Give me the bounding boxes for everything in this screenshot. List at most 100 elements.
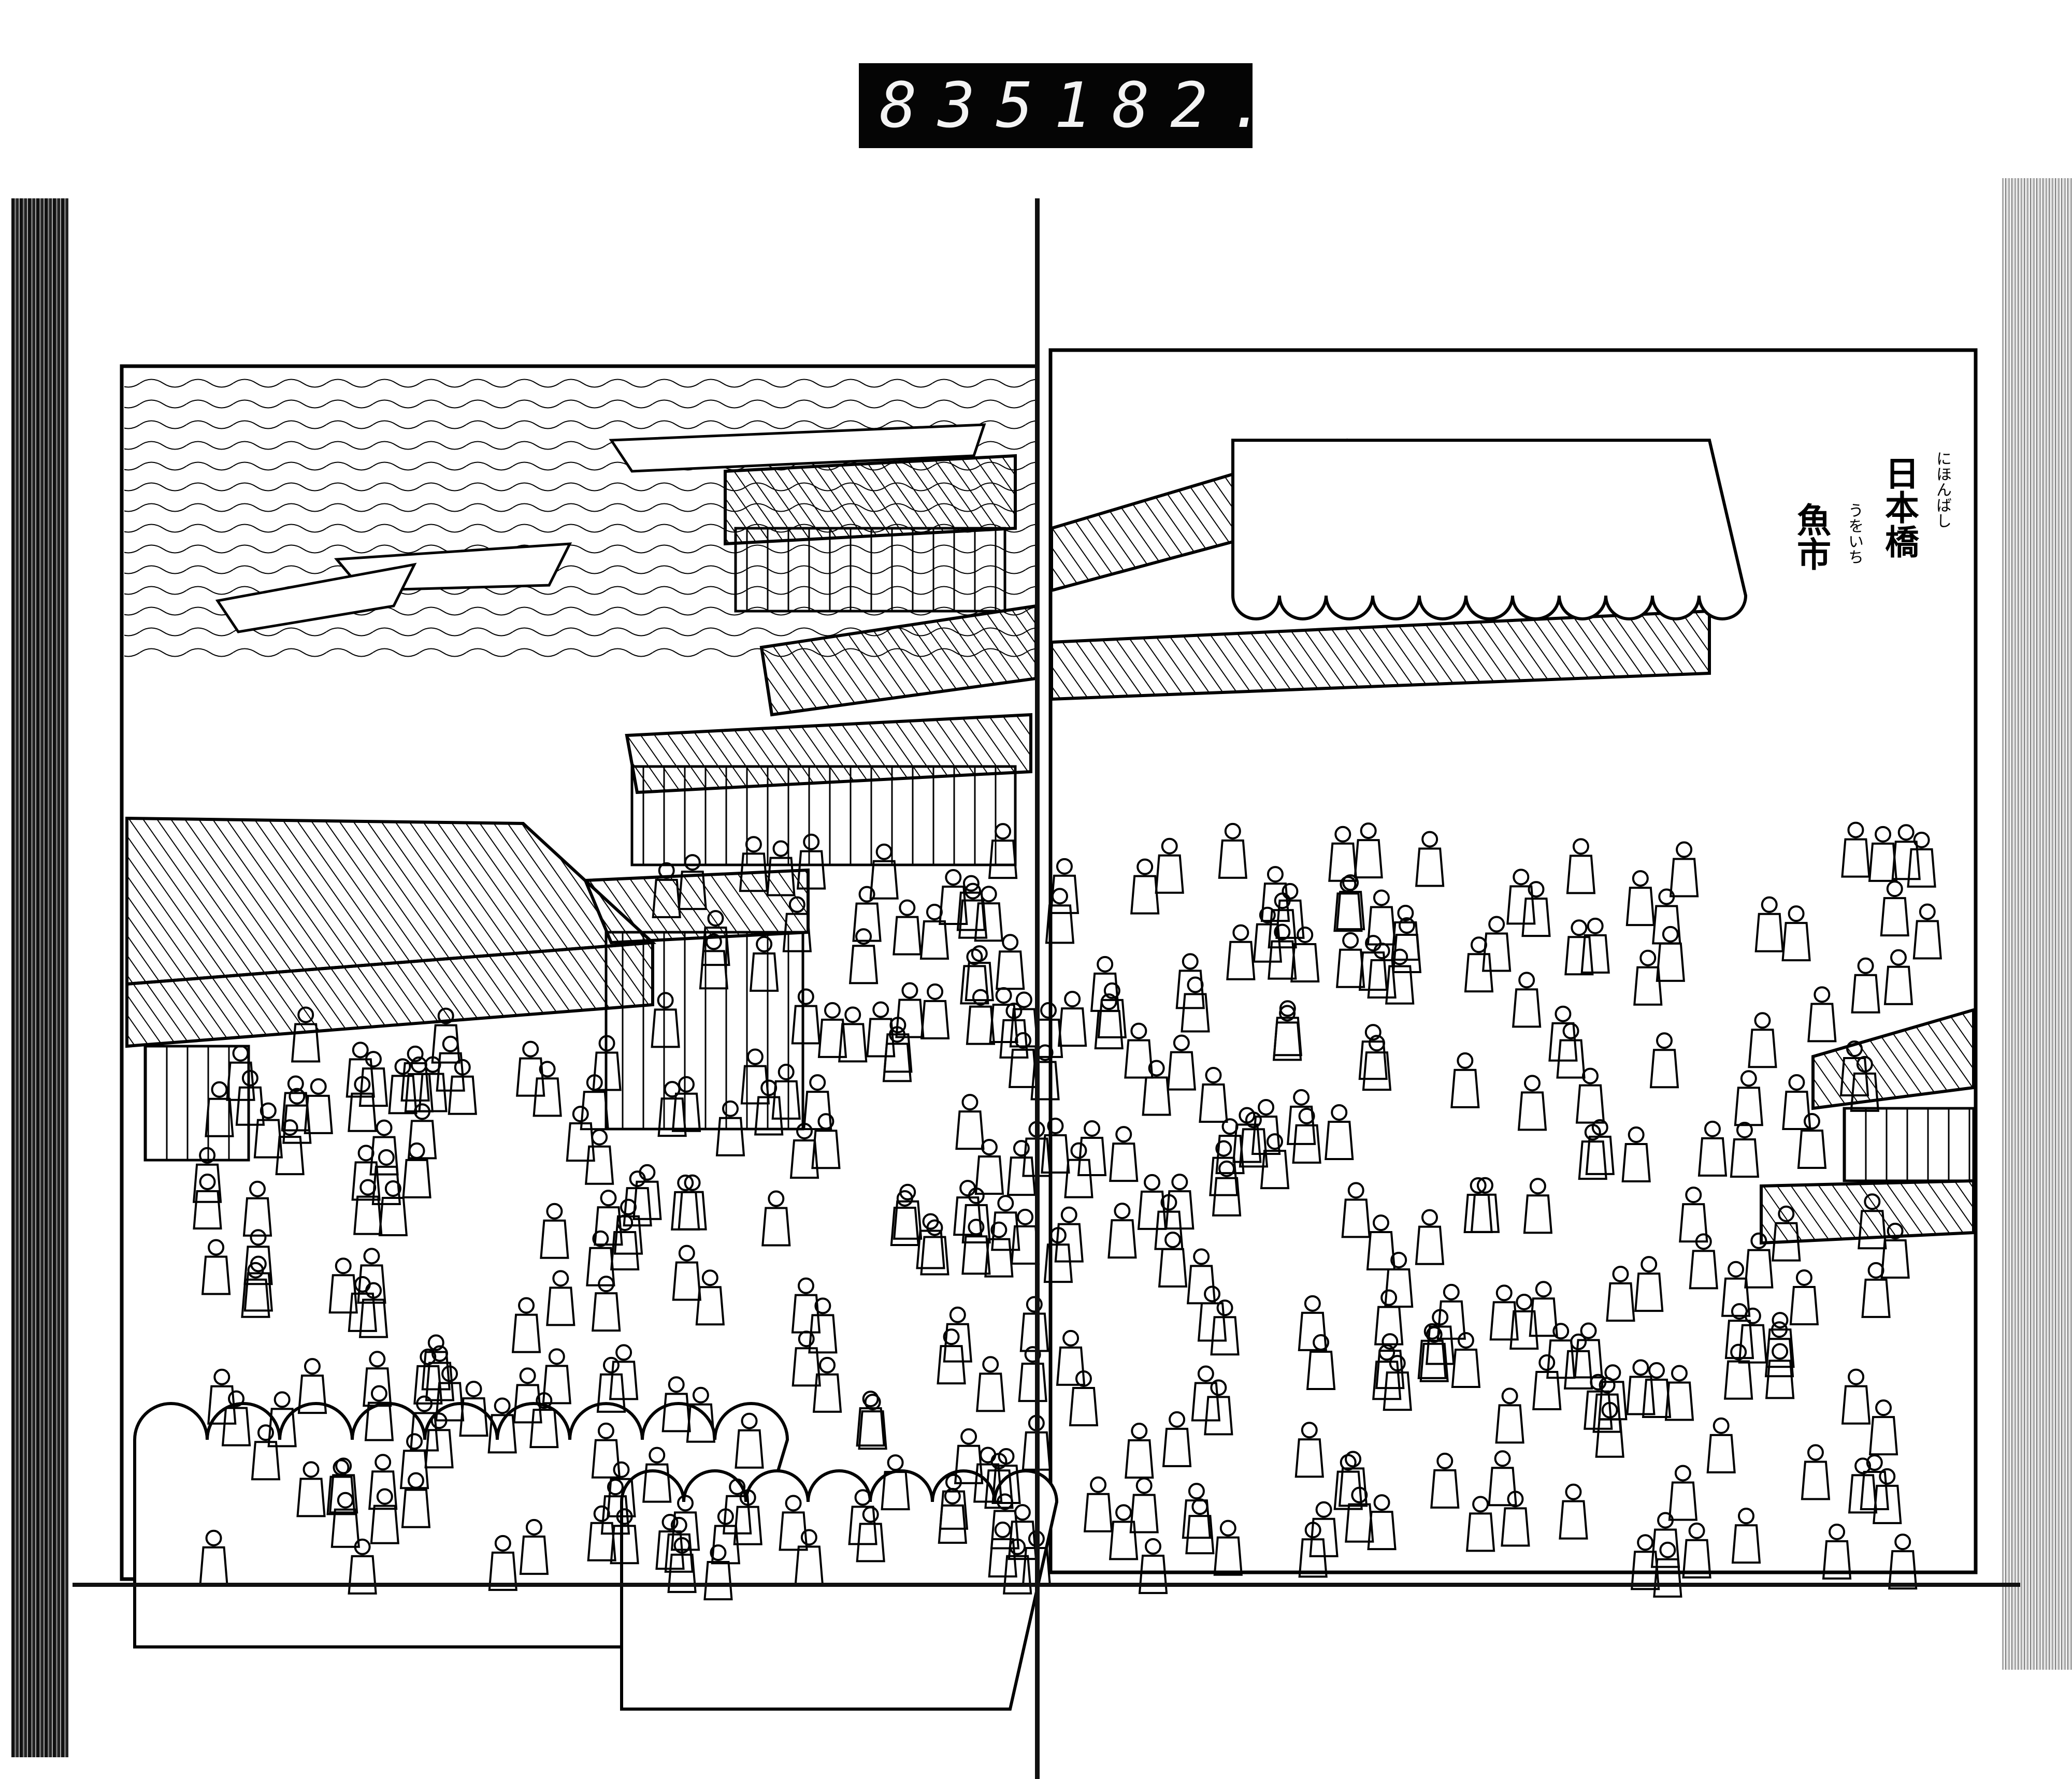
figure-head (1169, 1411, 1186, 1428)
figure-head (949, 1306, 966, 1323)
figure-head (359, 1179, 377, 1196)
figure-head (1470, 936, 1487, 953)
figure-head (552, 1270, 569, 1287)
figure-head (1848, 1368, 1865, 1385)
figure-head (1659, 1541, 1676, 1558)
figure-body (976, 1372, 1005, 1412)
figure-body (984, 1469, 1014, 1509)
figure-head (616, 1214, 634, 1231)
figure-body (1362, 1051, 1392, 1091)
figure-body (1754, 913, 1784, 952)
figure-head (602, 1356, 620, 1373)
figure-head (677, 1495, 694, 1512)
figure-body (812, 1373, 842, 1413)
figure-body (883, 1033, 913, 1073)
figure-head (817, 1113, 834, 1130)
figure-head (965, 883, 982, 900)
figure-body (895, 999, 925, 1038)
figure-head (249, 1180, 266, 1197)
figure-body (1523, 1194, 1553, 1234)
figure-head (1772, 1343, 1789, 1360)
figure-head (673, 1537, 690, 1554)
figure-body (1721, 1277, 1751, 1317)
figure-head (1807, 1444, 1824, 1461)
figure-head (1421, 831, 1438, 848)
figure-body (943, 1323, 972, 1363)
figure-head (1803, 1112, 1820, 1130)
figure-body (1212, 1177, 1242, 1217)
figure-body (1292, 1124, 1321, 1164)
figure-body (1517, 1091, 1547, 1131)
figure-head (228, 1390, 245, 1407)
figure-body (678, 1191, 707, 1231)
figure-head (1161, 837, 1178, 855)
figure-body (1354, 839, 1383, 879)
figure-body (207, 1385, 237, 1425)
figure-body (672, 1261, 701, 1301)
figure-body (954, 1444, 984, 1484)
figure-body (938, 1504, 967, 1544)
figure-body (1006, 1156, 1037, 1196)
figure-body (670, 1511, 700, 1551)
figure-body (1664, 1381, 1694, 1421)
figure-head (872, 1001, 889, 1018)
figure-body (893, 916, 922, 956)
figure-head (1470, 1177, 1487, 1194)
figure-head (824, 1002, 841, 1019)
book-left-page-edges (11, 198, 68, 1757)
figure-head (247, 1262, 264, 1279)
figure-body (226, 1061, 255, 1101)
figure-head (333, 1459, 350, 1476)
figure-body (592, 1051, 622, 1091)
figure-body (1415, 847, 1445, 887)
figure-body (1501, 1507, 1530, 1547)
figure-head (1494, 1450, 1511, 1467)
figure-head (1064, 991, 1081, 1008)
figure-head (1590, 1373, 1607, 1391)
figure-head (1315, 1501, 1332, 1518)
figure-head (1829, 1523, 1846, 1540)
catalog-number-left: 835 (880, 69, 1054, 142)
figure-body (358, 1298, 388, 1338)
figure-body (584, 1145, 614, 1185)
figure-head (1555, 1005, 1572, 1022)
figure-head (966, 948, 983, 965)
figure-body (811, 1130, 841, 1169)
figure-body (1521, 898, 1551, 937)
figure-head (199, 1174, 216, 1191)
figure-head (729, 1478, 746, 1495)
figure-body (1822, 1540, 1852, 1580)
figure-body (1260, 1150, 1290, 1190)
figure-head (997, 1195, 1014, 1212)
figure-head (354, 1276, 371, 1293)
figure-body (651, 1008, 680, 1048)
figure-head (1562, 1022, 1579, 1039)
figure-body (1374, 1306, 1404, 1346)
figure-body (402, 1159, 431, 1198)
figure-body (1706, 1434, 1736, 1473)
figure-head (250, 1229, 267, 1246)
figure-head (287, 1075, 304, 1092)
figure-body (1891, 841, 1921, 880)
figure-body (1789, 1285, 1819, 1325)
figure-head (1423, 1323, 1441, 1340)
figure-body (771, 1080, 801, 1120)
figure-head (1005, 1002, 1023, 1019)
figure-head (375, 1454, 392, 1471)
figure-body (1298, 1538, 1328, 1578)
figure-body (988, 840, 1018, 879)
figure-head (1538, 1354, 1556, 1371)
figure-head (1674, 1465, 1691, 1482)
figure-body (251, 1441, 281, 1481)
figure-body (1309, 1517, 1339, 1557)
figure-head (241, 1069, 258, 1087)
figure-body (1209, 1156, 1239, 1196)
figure-body (989, 1003, 1018, 1043)
figure-body (715, 1117, 745, 1156)
figure-body (1167, 1051, 1197, 1091)
figure-head (819, 1356, 836, 1373)
boats (215, 423, 986, 633)
figure-head (1145, 1538, 1162, 1555)
figure-head (1301, 1422, 1318, 1439)
figure-body (242, 1197, 272, 1237)
